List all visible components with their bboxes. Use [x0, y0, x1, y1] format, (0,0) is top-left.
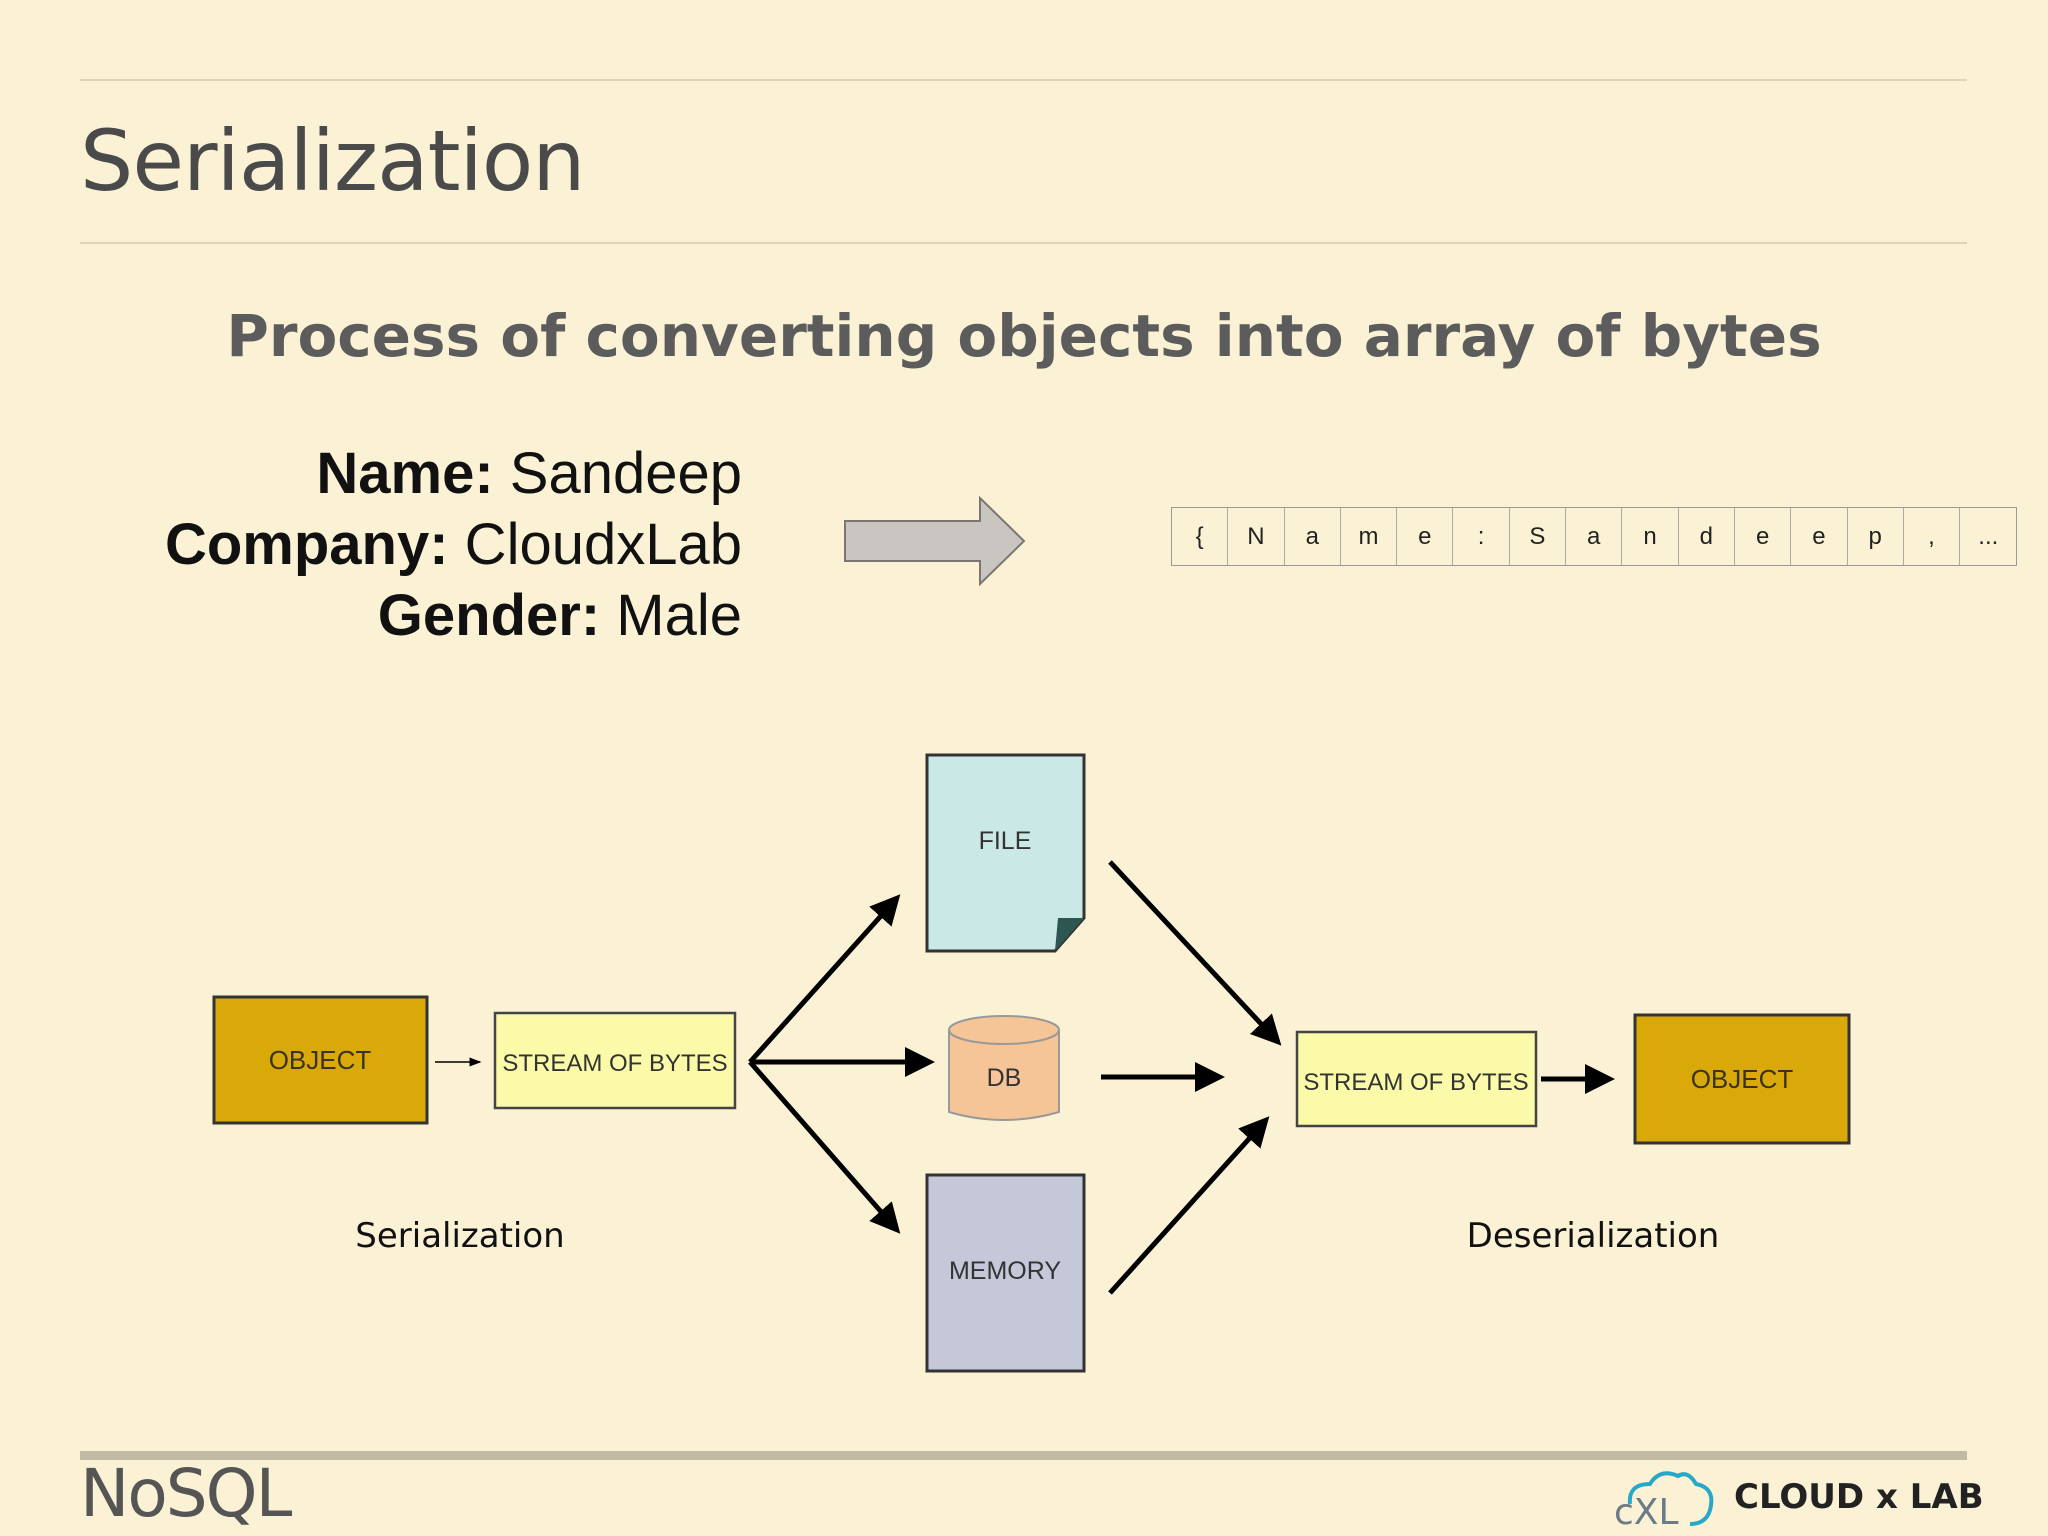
serialization-label: Serialization	[355, 1216, 564, 1256]
stream-right-box: STREAM OF BYTES	[1295, 1030, 1538, 1128]
byte-cell: S	[1510, 508, 1567, 565]
record-line-name: Name: Sandeep	[165, 438, 742, 509]
memory-box: MEMORY	[925, 1173, 1086, 1373]
db-cylinder: DB	[948, 1015, 1060, 1121]
byte-cell: d	[1679, 508, 1735, 565]
byte-cell: a	[1566, 508, 1623, 565]
record-value: CloudxLab	[448, 512, 742, 577]
db-label: DB	[987, 1064, 1022, 1092]
object-left-label: OBJECT	[269, 1045, 372, 1075]
byte-cell: e	[1791, 508, 1848, 565]
record-value: Sandeep	[493, 441, 742, 506]
object-left-box: OBJECT	[212, 995, 429, 1125]
record-key: Company:	[164, 512, 449, 577]
deserialization-label: Deserialization	[1467, 1216, 1720, 1256]
footer-text: NoSQL	[80, 1455, 292, 1532]
object-record: Name: Sandeep Company: CloudxLab Gender:…	[165, 438, 742, 651]
byte-cell: a	[1285, 508, 1341, 565]
byte-cell: ...	[1978, 523, 1999, 550]
slide-title: Serialization	[80, 112, 585, 210]
stream-right-label: STREAM OF BYTES	[1303, 1069, 1528, 1096]
slide-subtitle: Process of converting objects into array…	[226, 302, 1822, 370]
byte-cell: {	[1172, 508, 1229, 565]
title-rule	[80, 242, 1967, 244]
stream-left-box: STREAM OF BYTES	[493, 1011, 737, 1110]
byte-cell: e	[1397, 508, 1454, 565]
file-box: FILE	[925, 753, 1086, 953]
byte-cell: ,	[1904, 508, 1961, 565]
record-line-gender: Gender: Male	[165, 580, 742, 651]
object-right-label: OBJECT	[1691, 1064, 1794, 1094]
top-rule	[80, 79, 1967, 81]
byte-cell: e	[1735, 508, 1792, 565]
arrow-to-memory	[748, 1060, 901, 1234]
record-value: Male	[600, 583, 742, 648]
object-right-box: OBJECT	[1633, 1013, 1851, 1145]
arrow-to-file	[748, 894, 901, 1064]
flow-arrows	[748, 860, 1615, 1295]
memory-label: MEMORY	[949, 1257, 1061, 1285]
svg-text:cXL: cXL	[1614, 1492, 1679, 1528]
footer-bar	[80, 1451, 1967, 1460]
byte-cell: p	[1848, 508, 1904, 565]
record-key: Name:	[316, 441, 494, 506]
arrow-memory-out	[1108, 1116, 1270, 1295]
byte-cell: m	[1341, 508, 1398, 565]
right-arrow-icon	[844, 496, 1026, 586]
byte-cell: N	[1228, 508, 1285, 565]
byte-cell: :	[1453, 508, 1510, 565]
logo-text: CLOUD x LAB	[1734, 1477, 1984, 1517]
arrow-file-out	[1108, 860, 1282, 1046]
record-line-company: Company: CloudxLab	[165, 509, 742, 580]
byte-cell: n	[1622, 508, 1679, 565]
record-key: Gender:	[377, 583, 601, 648]
file-label: FILE	[979, 827, 1032, 855]
cloudxlab-logo: cXL CLOUD x LAB	[1610, 1466, 1984, 1528]
cloud-logo-icon: cXL	[1614, 1471, 1714, 1528]
stream-left-label: STREAM OF BYTES	[502, 1050, 727, 1077]
